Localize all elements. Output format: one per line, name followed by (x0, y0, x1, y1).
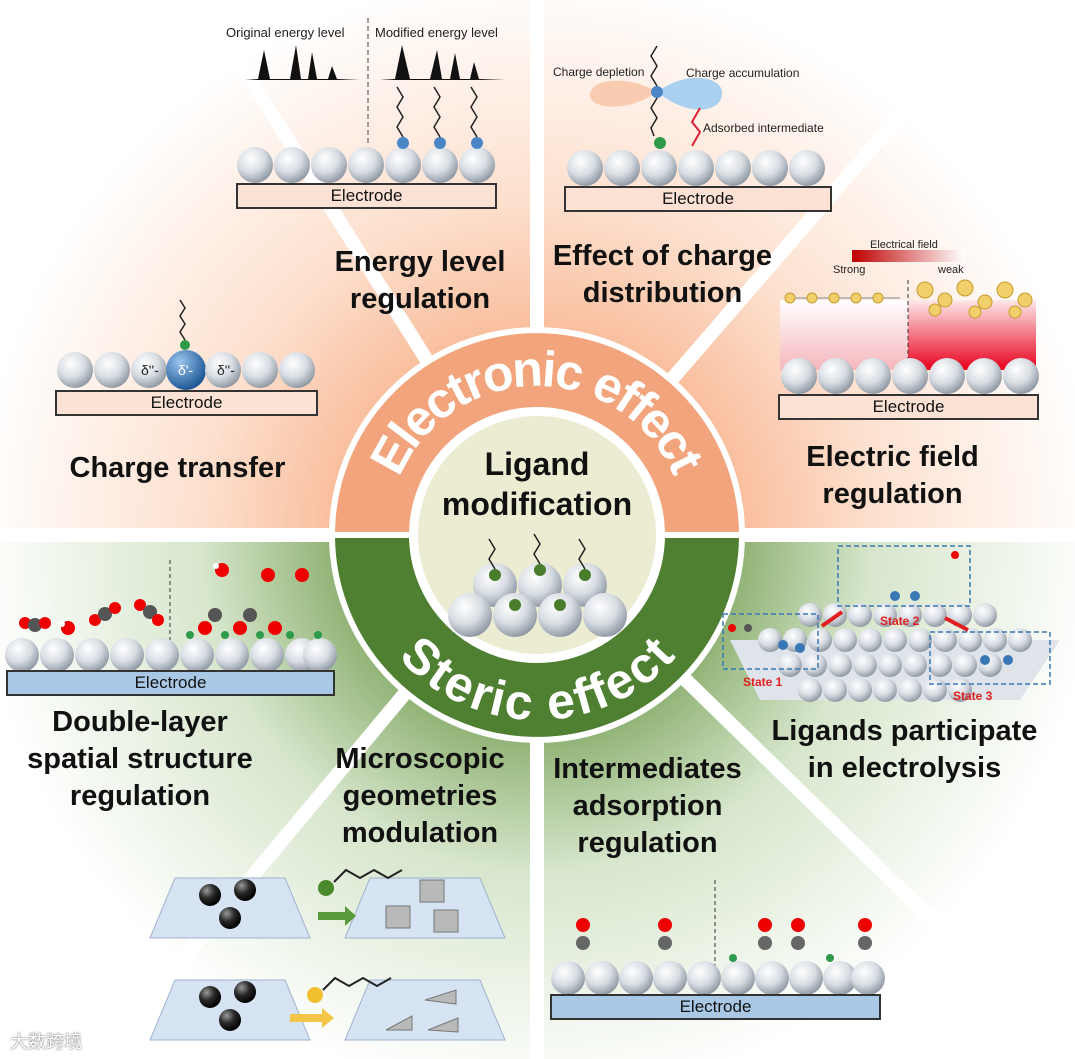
modified-energy-label: Modified energy level (375, 25, 498, 40)
intermediates-title-line1: Intermediates (553, 753, 742, 785)
microscopic-title: Microscopic geometries modulation (315, 741, 525, 852)
electrolysis-panel (722, 545, 1060, 702)
microscopic-title-line2: geometries (342, 780, 498, 812)
double-layer-title-line3: regulation (69, 780, 211, 812)
co-intermediates (576, 918, 872, 962)
electrode-double-layer: Electrode (6, 670, 335, 696)
electrolysis-title-line2: in electrolysis (807, 752, 1002, 784)
ligand-modification-title: Ligand modification (417, 444, 657, 524)
electrode-atoms-5 (5, 638, 337, 672)
double-layer-panel (5, 560, 337, 672)
molecules-double-layer (19, 563, 322, 639)
strong-label: Strong (833, 264, 866, 276)
delta-right-label: δ''- (217, 362, 235, 378)
electrode-atoms-4 (781, 358, 1039, 394)
electric-field-title-line1: Electric field (806, 441, 979, 473)
double-layer-title-line2: spatial structure (27, 743, 253, 775)
electrode-atoms-2 (567, 150, 825, 186)
modified-spectrum (380, 45, 505, 80)
charge-depletion-label: Charge depletion (553, 65, 645, 79)
watermark-text: 大数跨境 (10, 1032, 82, 1053)
charge-accumulation-lobe (657, 77, 723, 110)
energy-level-title: Energy level regulation (300, 244, 540, 318)
state-1-label: State 1 (743, 675, 783, 689)
energy-level-panel (237, 18, 505, 183)
intermediates-title-line2: adsorption (572, 790, 723, 822)
double-layer-title: Double-layer spatial structure regulatio… (5, 704, 275, 815)
charge-distribution-title: Effect of charge distribution (535, 238, 790, 312)
charge-accumulation-label: Charge accumulation (686, 66, 800, 80)
original-spectrum (245, 45, 360, 80)
electric-field-title-line2: regulation (822, 478, 963, 510)
delta-left-label: δ''- (141, 362, 159, 378)
adsorbed-intermediate-label: Adsorbed intermediate (703, 121, 824, 135)
intermediates-title: Intermediates adsorption regulation (535, 751, 760, 862)
charge-distribution-panel (567, 45, 825, 186)
center-title-line2: modification (441, 486, 633, 522)
electrode-atoms-6 (551, 961, 885, 995)
state-3-label: State 3 (953, 689, 993, 703)
electrolysis-title-line1: Ligands participate (771, 715, 1038, 747)
energy-level-title-line1: Energy level (334, 246, 506, 278)
intermediates-title-line3: regulation (577, 827, 718, 859)
electrode-atoms-3 (57, 350, 315, 390)
charge-depletion-lobe (590, 80, 657, 107)
center-title-line1: Ligand (484, 446, 590, 482)
energy-level-title-line2: regulation (349, 283, 491, 315)
electrode-electric-field: Electrode (778, 394, 1039, 420)
electric-field-panel (780, 250, 1039, 394)
microscopic-title-line1: Microscopic (335, 743, 505, 775)
electrolysis-title: Ligands participate in electrolysis (752, 713, 1057, 787)
electrode-atoms-1 (237, 147, 495, 183)
charge-distribution-title-line2: distribution (582, 277, 743, 309)
microscopic-panel (149, 868, 506, 1041)
delta-center-label: δ'- (178, 362, 194, 378)
core-atoms (448, 533, 627, 637)
double-layer-title-line1: Double-layer (52, 706, 228, 738)
electric-field-title: Electric field regulation (770, 439, 1015, 513)
intermediates-panel (551, 880, 885, 995)
charge-transfer-panel (57, 299, 315, 390)
field-gradient-bar (852, 250, 964, 262)
microscopic-title-line3: modulation (341, 817, 499, 849)
electrode-charge-transfer: Electrode (55, 390, 318, 416)
weak-label: weak (938, 264, 964, 276)
electrode-charge-distribution: Electrode (564, 186, 832, 212)
electrode-intermediates: Electrode (550, 994, 881, 1020)
original-energy-label: Original energy level (226, 25, 345, 40)
electrode-energy-level: Electrode (236, 183, 497, 209)
charge-transfer-title: Charge transfer (69, 452, 286, 484)
state-2-label: State 2 (880, 614, 920, 628)
charge-distribution-title-line1: Effect of charge (552, 240, 773, 272)
electrical-field-label: Electrical field (870, 239, 938, 251)
